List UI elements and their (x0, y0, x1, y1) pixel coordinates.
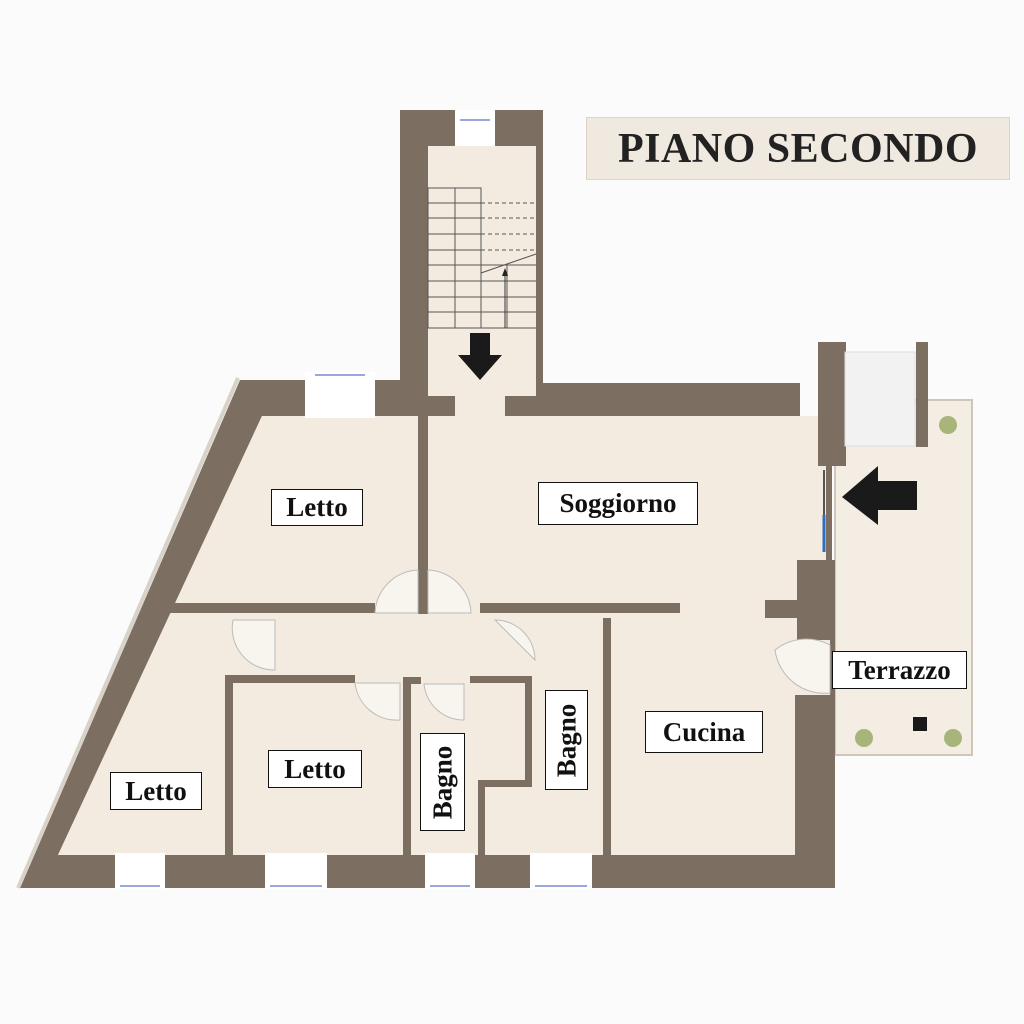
plant-icons (855, 416, 962, 747)
bagno-2-text: Bagno (551, 703, 581, 777)
terrace-window (844, 351, 916, 447)
page-title: PIANO SECONDO (586, 117, 1010, 180)
room-label-terrazzo: Terrazzo (832, 651, 967, 689)
room-label-bagno-1: Bagno (420, 733, 465, 831)
stair-opening (455, 380, 505, 420)
main-floor (58, 416, 826, 855)
terrace-post (913, 717, 927, 731)
door-swings (231, 569, 831, 721)
room-label-soggiorno: Soggiorno (538, 482, 698, 525)
room-label-letto-middle: Letto (268, 750, 362, 788)
room-label-cucina: Cucina (645, 711, 763, 753)
room-label-letto-left: Letto (110, 772, 202, 810)
terrace-floor (834, 399, 973, 756)
entrance-arrow-down-icon (458, 333, 502, 380)
windows (115, 110, 592, 889)
bagno-1-text: Bagno (427, 745, 457, 819)
room-label-bagno-2: Bagno (545, 690, 588, 790)
terrace-arrow-left-icon (842, 466, 917, 525)
stair-direction-arrow-icon (502, 268, 508, 276)
room-label-letto-top: Letto (271, 489, 363, 526)
outer-hatch (16, 377, 240, 889)
interior-walls (166, 416, 800, 855)
